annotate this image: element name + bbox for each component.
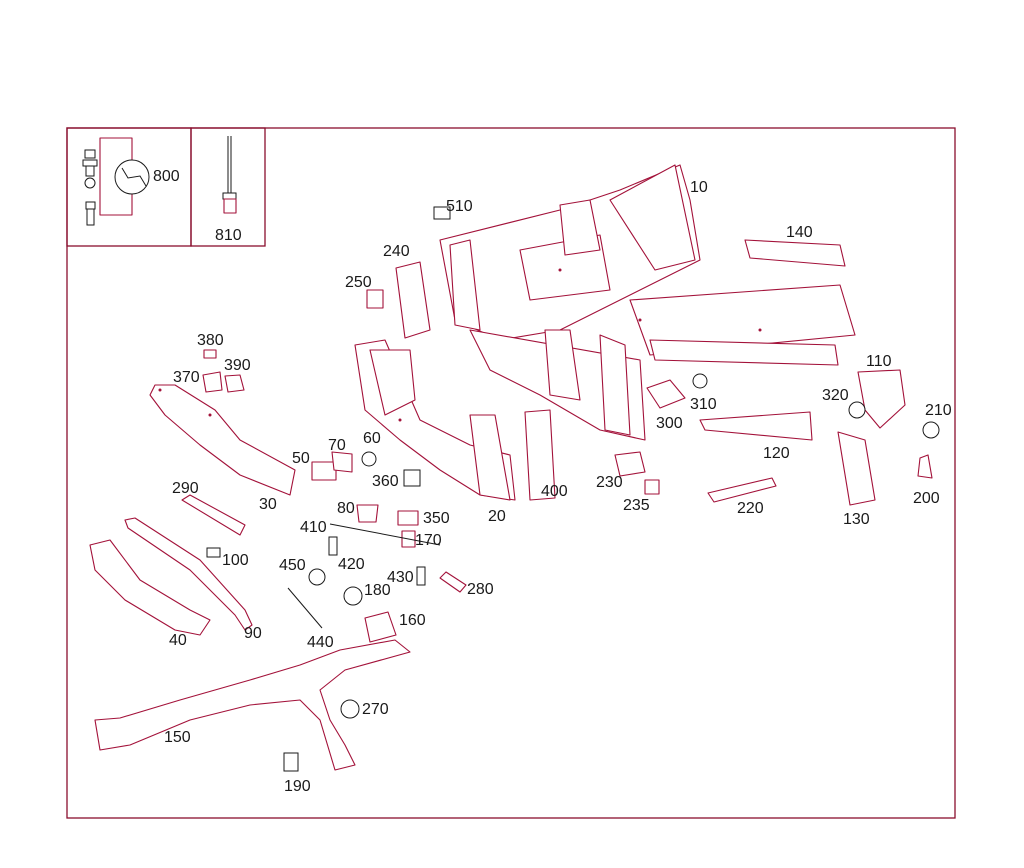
part-400 (524, 409, 556, 501)
part-440 (287, 587, 323, 629)
label-250: 250 (345, 274, 372, 291)
part-300 (646, 379, 686, 409)
part-350 (397, 510, 419, 526)
label-810: 810 (215, 227, 242, 244)
label-270: 270 (362, 701, 389, 718)
label-170: 170 (415, 532, 442, 549)
label-230: 230 (596, 474, 623, 491)
inset-box-rivet (190, 127, 266, 247)
part-210 (922, 421, 940, 439)
label-190: 190 (284, 778, 311, 795)
label-370: 370 (173, 369, 200, 386)
label-290: 290 (172, 480, 199, 497)
diagram-frame (66, 127, 956, 819)
part-360 (403, 469, 421, 487)
label-120: 120 (763, 445, 790, 462)
label-360: 360 (372, 473, 399, 490)
part-235 (644, 479, 660, 495)
part-410 (329, 523, 441, 546)
label-440: 440 (307, 634, 334, 651)
label-40: 40 (169, 632, 187, 649)
label-200: 200 (913, 490, 940, 507)
part-450 (308, 568, 326, 586)
part-190 (283, 752, 299, 772)
part-380 (203, 349, 217, 359)
label-180: 180 (364, 582, 391, 599)
part-50 (311, 461, 337, 481)
front-frame (354, 339, 516, 501)
part-30 (149, 384, 296, 496)
label-90: 90 (244, 625, 262, 642)
tools-icon (82, 137, 150, 226)
part-70 (331, 451, 353, 473)
label-420: 420 (338, 556, 365, 573)
part-160 (364, 611, 397, 643)
part-370 (202, 371, 223, 393)
part-320 (848, 401, 866, 419)
label-130: 130 (843, 511, 870, 528)
label-70: 70 (328, 437, 346, 454)
part-180 (343, 586, 363, 606)
part-40 (89, 539, 211, 636)
label-160: 160 (399, 612, 426, 629)
part-90 (124, 517, 253, 631)
part-130 (837, 431, 876, 506)
label-220: 220 (737, 500, 764, 517)
label-390: 390 (224, 357, 251, 374)
label-30: 30 (259, 496, 277, 513)
label-510: 510 (446, 198, 473, 215)
label-100: 100 (222, 552, 249, 569)
part-80 (356, 504, 379, 523)
part-200 (917, 454, 933, 479)
label-800: 800 (153, 168, 180, 185)
main-frame-assembly (439, 164, 856, 441)
rivet-icon (222, 136, 237, 214)
label-210: 210 (925, 402, 952, 419)
label-380: 380 (197, 332, 224, 349)
label-60: 60 (363, 430, 381, 447)
part-110 (857, 369, 906, 429)
label-110: 110 (866, 353, 892, 370)
part-230 (614, 451, 646, 477)
label-430: 430 (387, 569, 414, 586)
part-390 (224, 374, 245, 393)
label-20: 20 (488, 508, 506, 525)
part-140 (744, 239, 846, 267)
part-60 (361, 451, 377, 467)
label-50: 50 (292, 450, 310, 467)
label-410: 410 (300, 519, 327, 536)
part-120 (699, 411, 813, 441)
part-310 (692, 373, 708, 389)
label-320: 320 (822, 387, 849, 404)
label-280: 280 (467, 581, 494, 598)
label-150: 150 (164, 729, 191, 746)
label-400: 400 (541, 483, 568, 500)
part-220 (707, 477, 777, 503)
part-250 (366, 289, 384, 309)
part-420 (328, 536, 338, 556)
part-280 (439, 571, 467, 593)
part-430 (416, 566, 426, 586)
label-10: 10 (690, 179, 708, 196)
label-140: 140 (786, 224, 813, 241)
part-290 (181, 494, 246, 536)
label-235: 235 (623, 497, 650, 514)
part-150 (94, 639, 411, 771)
part-240 (395, 261, 431, 339)
label-310: 310 (690, 396, 717, 413)
part-270 (340, 699, 360, 719)
part-100 (206, 547, 221, 558)
label-80: 80 (337, 500, 355, 517)
label-350: 350 (423, 510, 450, 527)
label-240: 240 (383, 243, 410, 260)
part-510 (433, 206, 451, 220)
label-450: 450 (279, 557, 306, 574)
label-300: 300 (656, 415, 683, 432)
